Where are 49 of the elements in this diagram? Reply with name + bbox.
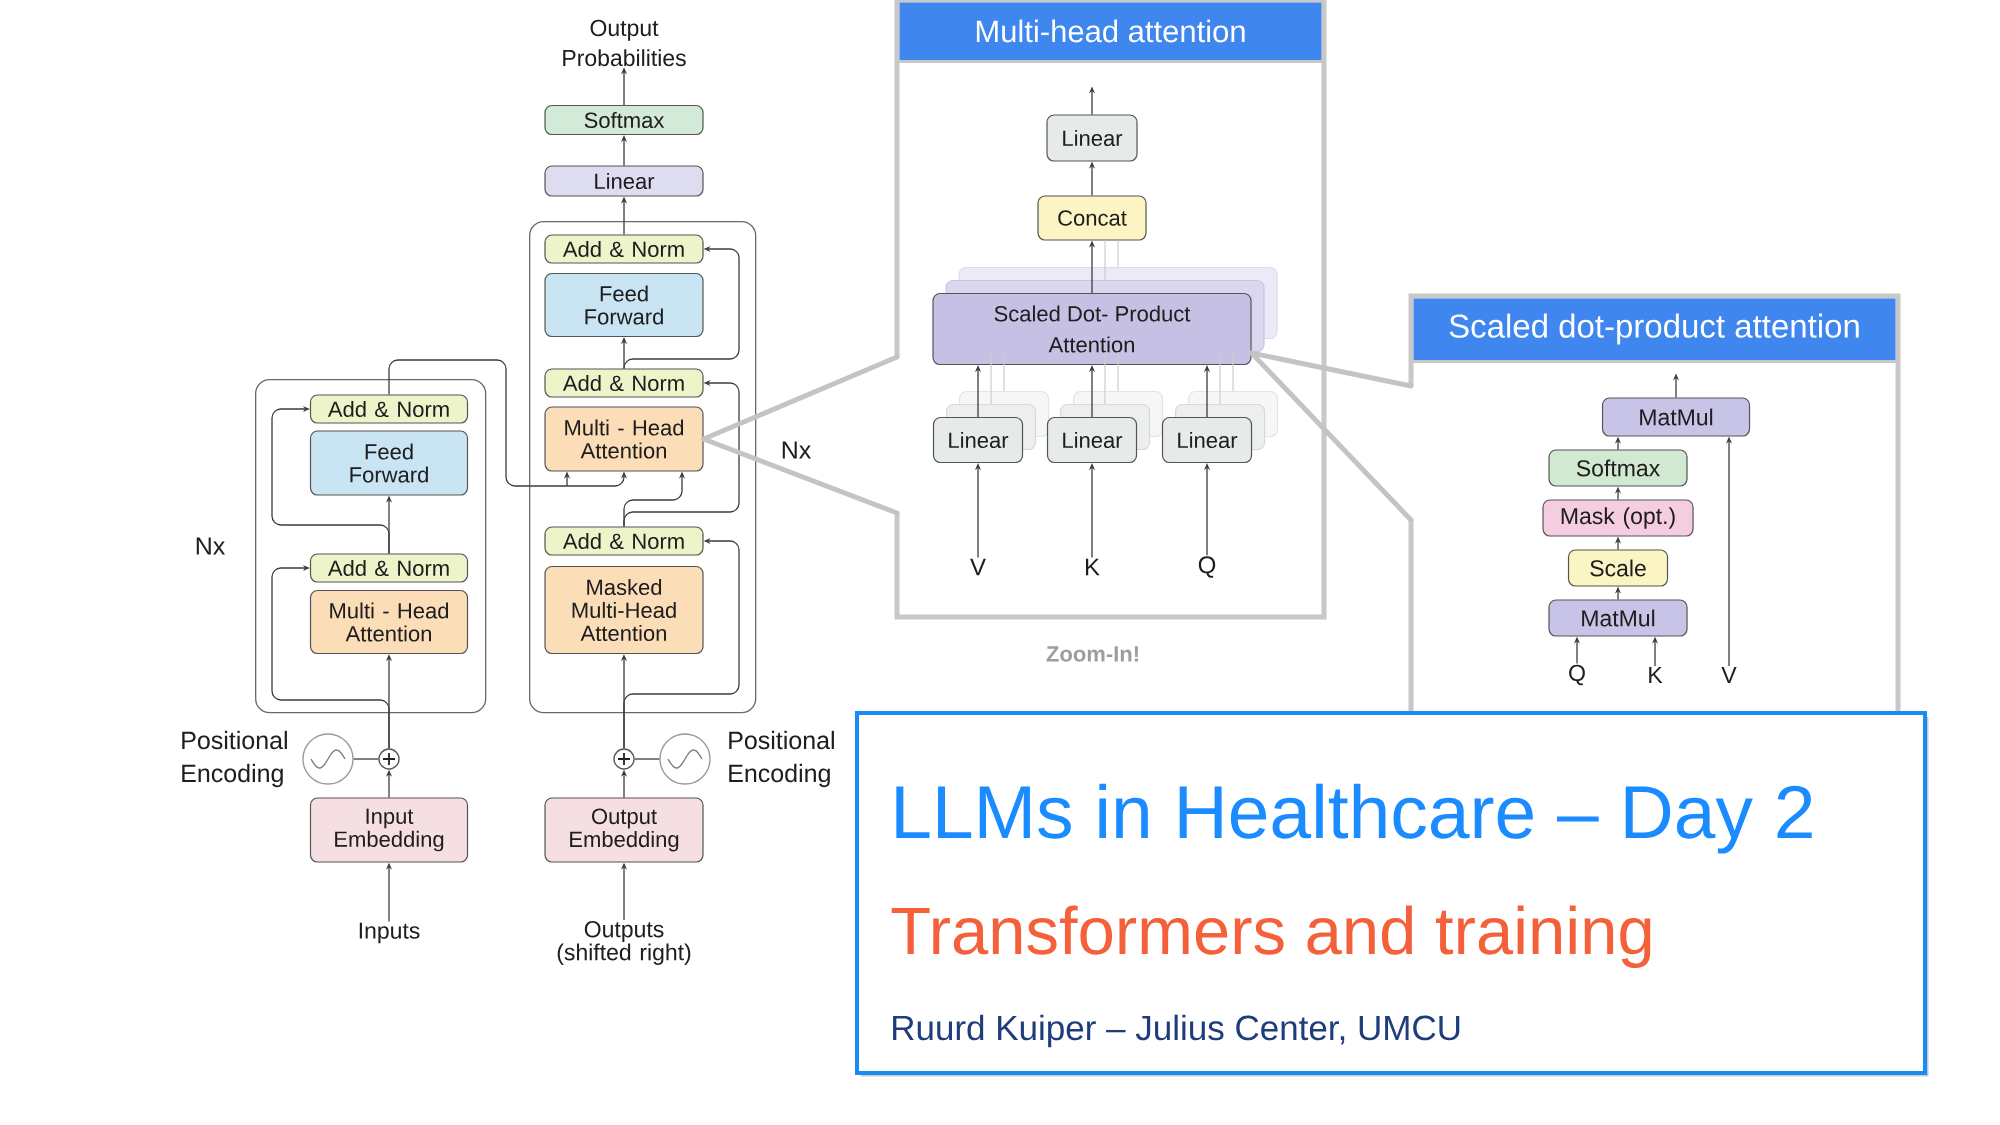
matmul-box: MatMul: [1548, 599, 1688, 637]
plus-circle-icon: [613, 748, 635, 770]
input-label: K: [1086, 558, 1100, 576]
embedding-box: Output Embedding: [544, 797, 704, 863]
input-label: V: [970, 558, 986, 576]
softmax-box: Softmax: [1548, 449, 1688, 487]
arrow: [271, 564, 390, 749]
output-label: Outputs (shifted right): [557, 921, 691, 965]
softmax-box: Softmax: [544, 104, 704, 136]
concat-box: Concat: [1037, 195, 1147, 241]
add-norm-box: Add & Norm: [544, 368, 704, 398]
input-label: Q: [1569, 664, 1585, 686]
input-label: K: [1649, 667, 1663, 683]
feed-forward-box: Feed Forward: [309, 430, 469, 496]
output-label: Output Probabilities: [563, 19, 686, 67]
linear-box: Linear: [1046, 114, 1138, 162]
add-norm-box: Add & Norm: [544, 526, 704, 556]
add-norm-box: Add & Norm: [544, 234, 704, 264]
callout-outline: [701, 354, 900, 516]
input-label: Inputs: [359, 922, 420, 944]
input-label: Q: [1198, 556, 1216, 578]
scale-box: Scale: [1567, 549, 1669, 587]
repeat-label: Nx: [196, 537, 225, 555]
attention-box: Multi - Head Attention: [544, 406, 704, 472]
callout-outline: [1249, 350, 1414, 523]
side-label: Positional Encoding: [182, 730, 287, 788]
embedding-box: Input Embedding: [309, 797, 469, 863]
slide-subtitle: Transformers and training: [891, 905, 1651, 968]
mask-box: Mask (opt.): [1542, 499, 1694, 537]
connector-line: [353, 758, 379, 760]
feed-forward-box: Feed Forward: [544, 272, 704, 338]
zoom-note: Zoom-In!: [1046, 646, 1138, 662]
side-label: Positional Encoding: [729, 730, 834, 788]
panel-header: Multi-head attention: [899, 2, 1322, 60]
attention-box: Scaled Dot- Product Attention: [932, 292, 1252, 366]
plus-circle-icon: [378, 748, 400, 770]
attention-box: Masked Multi-Head Attention: [544, 565, 704, 655]
matmul-box: MatMul: [1601, 397, 1751, 437]
add-norm-box: Add & Norm: [309, 553, 469, 583]
add-norm-box: Add & Norm: [309, 394, 469, 424]
slide-title: LLMs in Healthcare – Day 2: [896, 783, 1812, 854]
author-line: Ruurd Kuiper – Julius Center, UMCU: [893, 1014, 1460, 1048]
panel-header: Scaled dot-product attention: [1413, 298, 1896, 360]
repeat-label: Nx: [782, 441, 811, 459]
attention-box: Multi - Head Attention: [309, 589, 469, 655]
connector-line: [634, 758, 660, 760]
linear-box: Linear: [544, 165, 704, 197]
input-label: V: [1721, 667, 1737, 683]
arrow: [271, 405, 390, 555]
